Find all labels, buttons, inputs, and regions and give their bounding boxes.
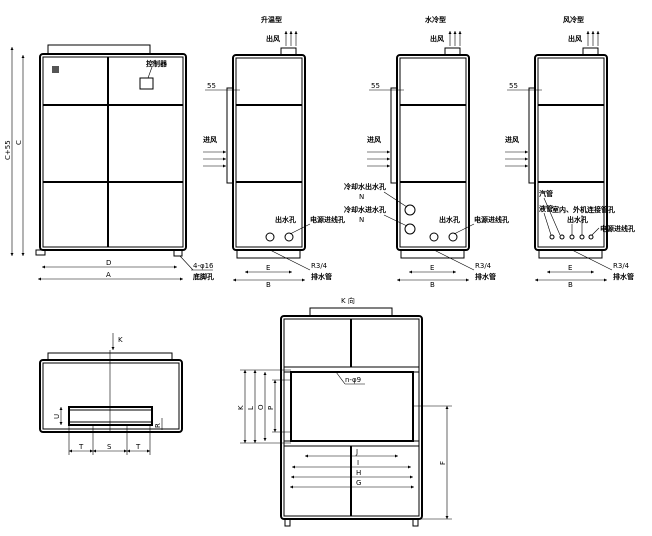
foot-hole-label: 底脚孔: [193, 272, 214, 281]
cooling-out-hole: [404, 204, 416, 216]
side-view-air-cooled: 风冷型 出风 55 进风 汽管 液管 室内、外机连接管孔 出水孔 电源进线孔: [505, 15, 635, 289]
controller-label: 控制器: [146, 59, 168, 68]
dim-u: U: [53, 414, 61, 419]
dim-o: O: [257, 404, 265, 410]
water-out-hole: [429, 232, 439, 242]
view-title: 水冷型: [425, 15, 446, 24]
cooling-in-n: N: [359, 216, 364, 224]
power-hole: [284, 232, 294, 242]
dim-c55: C+55: [4, 140, 12, 160]
side-view-heating: 升温型 出风 55 进风 出水孔 电源进线孔 E B R3/4 排水: [203, 15, 345, 289]
controller-box: [139, 77, 154, 90]
dim-c: C: [15, 140, 23, 145]
side-view-water-cooled: 水冷型 出风 55 进风 冷却水出水孔 N 冷却水进水孔 N 出水孔 电源进线孔: [344, 15, 509, 289]
k-arrow-label: K: [118, 336, 123, 344]
drain-label: 排水管: [613, 272, 634, 281]
inlet-label: 进风: [367, 135, 381, 144]
power-hole: [448, 232, 458, 242]
power-hole-label: 电源进线孔: [310, 215, 345, 224]
drain-spec: R3/4: [311, 262, 328, 270]
top-view: K U R T S T: [39, 333, 183, 455]
drain-spec: R3/4: [613, 262, 630, 270]
view-title: 升温型: [261, 15, 282, 24]
water-out-label: 出水孔: [275, 215, 296, 224]
outlet-label: 出风: [430, 34, 444, 43]
water-out-label: 出水孔: [567, 215, 588, 224]
dim-b: B: [430, 281, 435, 289]
gas-pipe-label: 汽管: [539, 189, 553, 198]
view-title: 风冷型: [563, 15, 584, 24]
outlet-label: 出风: [568, 34, 582, 43]
drain-spec: R3/4: [475, 262, 492, 270]
water-out-hole: [265, 232, 275, 242]
dim-k: K: [237, 405, 245, 410]
inlet-label: 进风: [505, 135, 519, 144]
dim-s: S: [107, 443, 112, 451]
foot-hole-spec: 4-φ16: [193, 262, 214, 270]
dim-d: D: [106, 259, 111, 267]
dim-b: B: [266, 281, 271, 289]
dim-55: 55: [371, 82, 380, 90]
dim-f: F: [439, 461, 447, 465]
cooling-out-n: N: [359, 193, 364, 201]
connect-hole-label: 室内、外机连接管孔: [552, 205, 615, 214]
cooling-in-label: 冷却水进水孔: [344, 205, 386, 214]
dim-g: G: [356, 479, 361, 487]
cooling-in-hole: [404, 223, 416, 235]
inlet-label: 进风: [203, 135, 217, 144]
logo-icon: [52, 66, 59, 73]
dim-p: P: [267, 406, 275, 410]
holes-spec: n-φ9: [345, 376, 361, 384]
power-hole-label: 电源进线孔: [474, 215, 509, 224]
cooling-out-label: 冷却水出水孔: [344, 182, 386, 191]
drain-label: 排水管: [475, 272, 496, 281]
dim-r: R: [154, 423, 162, 428]
dim-a: A: [106, 271, 111, 279]
dim-t: T: [135, 443, 141, 451]
power-hole-label: 电源进线孔: [600, 224, 635, 233]
dim-i: I: [357, 459, 359, 467]
front-view: 控制器 C+55 C D A 4-φ16 底脚孔: [4, 44, 214, 281]
drain-label: 排水管: [311, 272, 332, 281]
pipe-holes: [549, 234, 594, 240]
dim-e: E: [266, 264, 270, 272]
dim-h: H: [356, 469, 361, 477]
dim-55: 55: [509, 82, 518, 90]
dim-55: 55: [207, 82, 216, 90]
water-out-label: 出水孔: [439, 215, 460, 224]
dim-l: L: [247, 406, 255, 410]
dim-e: E: [568, 264, 572, 272]
dim-e: E: [430, 264, 434, 272]
dim-b: B: [568, 281, 573, 289]
k-view-title: K 向: [341, 296, 355, 305]
dim-j: J: [355, 448, 358, 456]
outlet-label: 出风: [266, 34, 280, 43]
dim-t: T: [78, 443, 84, 451]
k-view: K 向 n-φ9 K L O P J I H G F: [237, 296, 452, 527]
liquid-pipe-label: 液管: [539, 204, 553, 213]
